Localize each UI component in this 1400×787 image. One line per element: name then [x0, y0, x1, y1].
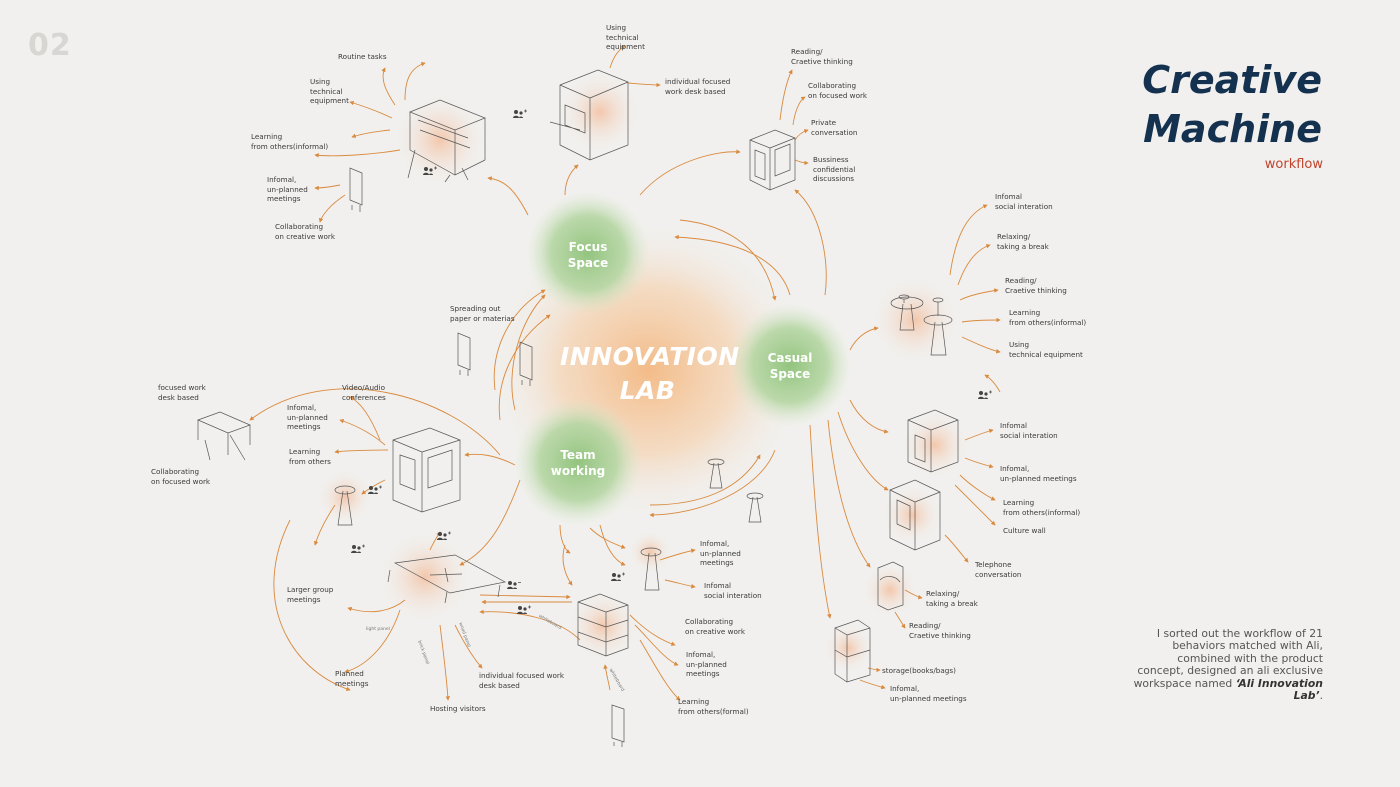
- page-subtitle: workflow: [1264, 157, 1323, 172]
- label-collab-creative-2: Collaborating on creative work: [685, 617, 745, 636]
- focus-space-node: [526, 191, 650, 315]
- label-collab-creative-1: Collaborating on creative work: [275, 222, 335, 241]
- label-informal-social-2: Infomal social interation: [1000, 421, 1058, 440]
- innovation-lab-label: INNOVATION LAB: [560, 340, 740, 408]
- label-planned-meetings: Planned meetings: [335, 669, 369, 688]
- label-individual-focused-1: individual focused work desk based: [665, 77, 731, 96]
- title-line-2: Machine: [1143, 107, 1322, 151]
- label-learning-informal-3: Learning from others(informal): [1003, 498, 1081, 517]
- label-learning-informal-1: Learning from others(informal): [251, 132, 329, 151]
- label-relaxing-1: Relaxing/ taking a break: [997, 232, 1049, 251]
- team-working-label: Team working: [550, 448, 606, 478]
- people-icons: [351, 109, 992, 614]
- centre-line-1: INNOVATION: [560, 342, 740, 371]
- label-storage: storage(books/bags): [882, 666, 956, 675]
- label-tech-equip-2: Using technical equipment: [606, 23, 645, 52]
- label-reading-3: Reading/ Craetive thinking: [909, 621, 971, 640]
- focus-space-label: Focus Space: [567, 240, 609, 270]
- description-end: .: [1319, 689, 1323, 703]
- label-learning-formal: Learning from others(formal): [678, 697, 749, 716]
- label-hosting-visitors: Hosting visitors: [430, 704, 486, 713]
- tiny-light-panel: light panel: [366, 627, 390, 632]
- label-culture-wall: Culture wall: [1003, 526, 1046, 535]
- label-tech-equip-3: Using technical equipment: [1009, 340, 1083, 359]
- label-relaxing-2: Relaxing/ taking a break: [926, 589, 978, 608]
- label-routine-tasks: Routine tasks: [338, 52, 387, 61]
- label-learning-others: Learning from others: [289, 447, 331, 466]
- label-informal-meetings-3: Infomal, un-planned meetings: [1000, 464, 1077, 483]
- page-title: Creative Machine: [1142, 56, 1322, 154]
- description-text: I sorted out the workflow of 21 behavior…: [1133, 627, 1323, 703]
- casual-space-node: [728, 303, 852, 427]
- description-emphasis: ‘Ali Innovation Lab’: [1235, 676, 1323, 703]
- label-private-conversation: Private conversation: [811, 118, 858, 137]
- description-body: I sorted out the workflow of 21 behavior…: [1133, 627, 1323, 690]
- label-informal-meetings-6: Infomal, un-planned meetings: [686, 650, 727, 679]
- label-informal-meetings-4: Infomal, un-planned meetings: [890, 684, 967, 703]
- label-reading-2: Reading/ Craetive thinking: [1005, 276, 1067, 295]
- label-collab-focused-1: Collaborating on focused work: [808, 81, 868, 100]
- label-informal-meetings-5: Infomal, un-planned meetings: [700, 539, 741, 568]
- label-learning-informal-2: Learning from others(informal): [1009, 308, 1087, 327]
- label-informal-meetings-2: Infomal, un-planned meetings: [287, 403, 328, 432]
- label-informal-meetings-1: Infomal, un-planned meetings: [267, 175, 308, 204]
- team-working-node: [514, 398, 642, 526]
- furniture-icons: [197, 69, 959, 747]
- label-informal-social-1: Infomal social interation: [995, 192, 1053, 211]
- label-focused-desk: focused work desk based: [158, 383, 206, 402]
- label-larger-group: Larger group meetings: [287, 585, 334, 604]
- title-line-1: Creative: [1142, 58, 1322, 102]
- page-number: 02: [28, 28, 72, 63]
- casual-space-label: Casual Space: [767, 351, 813, 381]
- centre-line-2: LAB: [619, 376, 676, 405]
- label-telephone: Telephone conversation: [975, 560, 1022, 579]
- label-informal-social-3: Infomal social interation: [704, 581, 762, 600]
- label-tech-equip-1: Using technical equipment: [310, 77, 349, 106]
- label-individual-focused-2: individual focused work desk based: [479, 671, 565, 690]
- label-reading-1: Reading/ Craetive thinking: [791, 47, 853, 66]
- label-video-audio: Video/Audio conferences: [342, 383, 386, 402]
- label-collab-focused-2: Collaborating on focused work: [151, 467, 211, 486]
- label-spreading-paper: Spreading out paper or materias: [450, 304, 515, 323]
- label-business-confidential: Bussiness confidential discussions: [813, 155, 856, 184]
